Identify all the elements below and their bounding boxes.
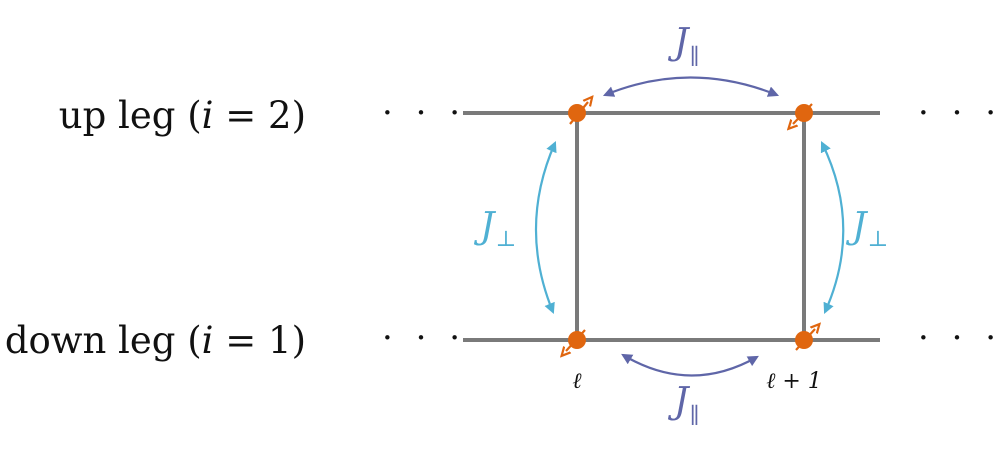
- down-leg-label: down leg (i = 1): [5, 319, 306, 362]
- left-j-perp-label: J⊥: [473, 206, 516, 252]
- site-down-right: [795, 329, 815, 351]
- right-j-perp-label: J⊥: [845, 206, 888, 252]
- up-leg-label: up leg (i = 2): [59, 94, 306, 137]
- site-up-right: [793, 103, 813, 124]
- site-dot: [568, 104, 586, 122]
- site-label-l-plus-1: ℓ + 1: [766, 369, 822, 394]
- right-perpendicular-arrow: [820, 141, 845, 315]
- site-down-left: [566, 329, 586, 351]
- site-dot: [795, 331, 813, 349]
- up-left-ellipsis: · · ·: [382, 93, 466, 133]
- site-dot: [568, 331, 586, 349]
- top-j-parallel-label: J∥: [667, 22, 700, 70]
- site-label-l: ℓ: [572, 369, 582, 394]
- left-perpendicular-arrow: [534, 140, 557, 315]
- top-parallel-arrow: [602, 76, 780, 97]
- bottom-j-parallel-label: J∥: [667, 381, 700, 429]
- down-left-ellipsis: · · ·: [382, 318, 466, 358]
- bottom-parallel-arrow: [621, 353, 759, 377]
- down-right-ellipsis: · · ·: [918, 318, 998, 358]
- site-up-left: [568, 102, 588, 125]
- site-dot: [795, 104, 813, 122]
- up-right-ellipsis: · · ·: [918, 93, 998, 133]
